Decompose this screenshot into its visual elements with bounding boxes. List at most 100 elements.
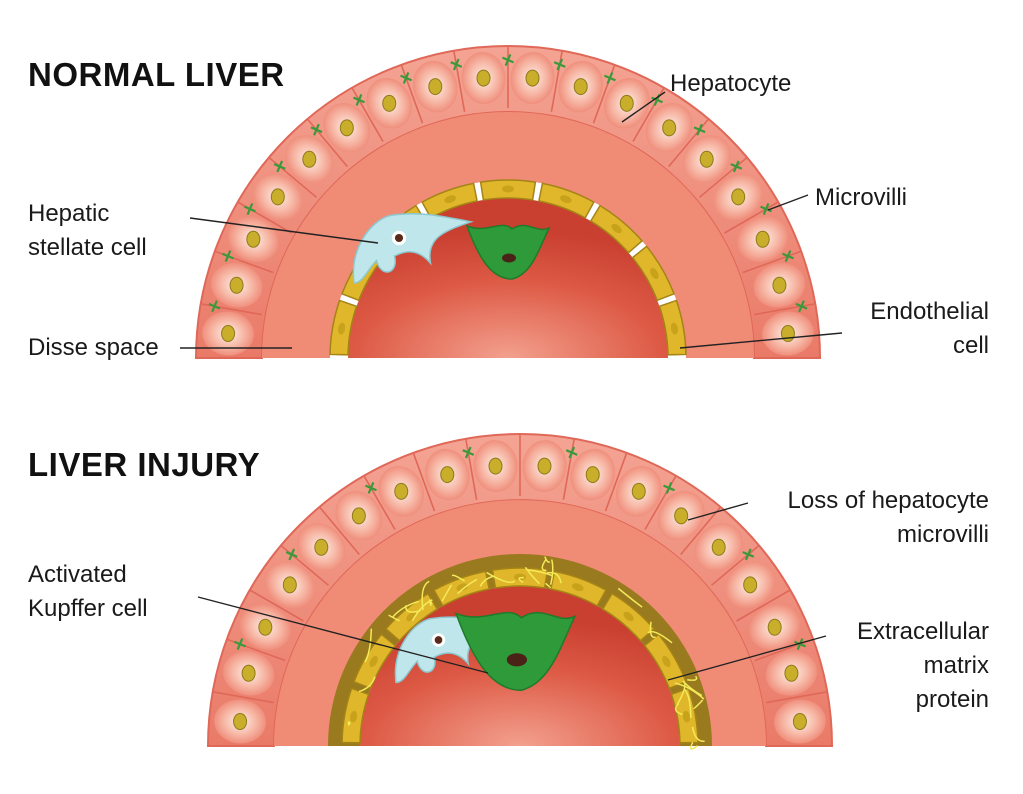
ecm-fiber <box>674 682 705 700</box>
hepatocyte-nucleus <box>573 78 588 96</box>
liver-injury-illustration <box>206 433 834 750</box>
ecm-fiber <box>692 699 704 709</box>
hepatocyte-nucleus <box>537 457 552 475</box>
microvilli <box>355 99 361 106</box>
ecm-fiber <box>683 688 692 718</box>
ecm-fiber <box>518 576 524 584</box>
ecm-fiber <box>691 726 705 742</box>
microvilli <box>248 203 254 210</box>
hepatocyte-nucleus <box>440 466 455 484</box>
hepatocyte-nucleus <box>233 713 248 731</box>
kupffer-cell <box>465 224 551 280</box>
microvilli <box>747 548 752 555</box>
disse-space <box>274 500 766 746</box>
microvilli <box>760 205 767 211</box>
microvilli <box>224 255 229 263</box>
microvilli <box>213 300 218 307</box>
microvilli <box>357 93 363 101</box>
kupffer-nucleus <box>506 653 528 667</box>
microvilli <box>276 166 281 173</box>
microvilli <box>315 123 320 131</box>
microvilli <box>246 208 251 215</box>
hepatocyte-nucleus <box>221 325 236 343</box>
hepatocyte-nucleus <box>428 78 443 96</box>
hepatic-stellate-label: Hepatic stellate cell <box>28 200 147 261</box>
stellate-cell <box>352 212 474 284</box>
hepatocyte-nucleus <box>270 188 285 206</box>
normal-liver-title: NORMAL LIVER <box>28 56 285 93</box>
microvilli <box>402 77 408 84</box>
ecm-fiber <box>456 578 478 595</box>
microvilli <box>568 452 573 459</box>
microvilli <box>742 551 749 556</box>
hepatocyte-nucleus <box>585 466 600 484</box>
hepatocyte-nucleus <box>282 576 297 594</box>
hepatocyte-nucleus <box>767 618 782 636</box>
microvilli <box>285 551 293 556</box>
ecm-fiber <box>649 621 656 639</box>
microvilli <box>730 163 737 168</box>
microvilli <box>226 250 232 257</box>
hepatocyte-nucleus <box>525 69 540 87</box>
hepatocyte-nucleus <box>246 230 261 248</box>
normal-liver-illustration <box>194 45 822 359</box>
stellate-nucleus <box>394 233 404 243</box>
microvilli <box>735 160 740 167</box>
microvilli <box>663 484 670 489</box>
hepatocyte-label: Hepatocyte <box>670 70 792 97</box>
hepatocyte-nucleus <box>339 119 354 137</box>
microvilli <box>800 300 805 307</box>
hepatocyte-nucleus <box>476 69 491 87</box>
ecm-fiber <box>549 559 554 585</box>
hepatocyte-nucleus <box>241 664 256 682</box>
hepatocyte-nucleus <box>755 230 770 248</box>
microvilli <box>787 250 792 257</box>
microvilli <box>278 160 284 167</box>
ecm-fiber <box>479 575 495 587</box>
hepatocyte-nucleus <box>619 94 634 112</box>
microvilli <box>744 554 750 561</box>
microvilli <box>698 123 703 131</box>
hepatocyte-nucleus <box>711 538 726 556</box>
disse-space <box>262 112 754 358</box>
hepatocyte-nucleus <box>792 713 807 731</box>
microvilli <box>462 449 469 454</box>
ecm-fiber <box>358 676 376 693</box>
microvilli <box>762 208 768 215</box>
hepatocyte-nucleus <box>302 150 317 168</box>
loss-microvilli-label: Loss of hepatocyte microvilli <box>787 487 989 548</box>
disse-space-label: Disse space <box>28 334 159 361</box>
kupffer-nucleus <box>502 253 516 263</box>
stellate-nucleus <box>434 636 443 644</box>
microvilli <box>467 446 472 453</box>
hepatocyte-nucleus <box>382 94 397 112</box>
microvilli <box>367 487 373 494</box>
ecm-fiber <box>689 741 699 750</box>
ecm-fiber <box>486 571 516 584</box>
microvilli <box>784 255 790 263</box>
microvilli <box>782 252 789 258</box>
microvilli <box>667 481 673 489</box>
microvilli <box>313 129 318 136</box>
microvilli <box>365 484 372 489</box>
microvilli <box>570 446 576 453</box>
extracellular-matrix-label: Extracellular matrix protein <box>856 618 989 713</box>
liver-injury-title: LIVER INJURY <box>28 446 261 483</box>
microvilli <box>565 449 573 454</box>
hepatocyte-nucleus <box>731 188 746 206</box>
ecm-fiber <box>347 721 351 726</box>
ecm-fiber <box>674 703 683 716</box>
microvilli <box>732 166 738 173</box>
microvilli <box>798 305 803 313</box>
ecm-fiber <box>544 556 551 563</box>
hepatocyte-nucleus <box>258 618 273 636</box>
hepatocyte-nucleus <box>662 119 677 137</box>
microvilli <box>608 72 614 79</box>
ecm-fiber <box>528 569 553 577</box>
hepatocyte-nucleus <box>229 276 244 294</box>
microvilli-label: Microvilli <box>815 184 907 211</box>
microvilli <box>553 61 561 66</box>
ecm-fiber <box>451 574 466 582</box>
microvilli <box>369 481 375 489</box>
ecm-fiber <box>546 571 562 584</box>
